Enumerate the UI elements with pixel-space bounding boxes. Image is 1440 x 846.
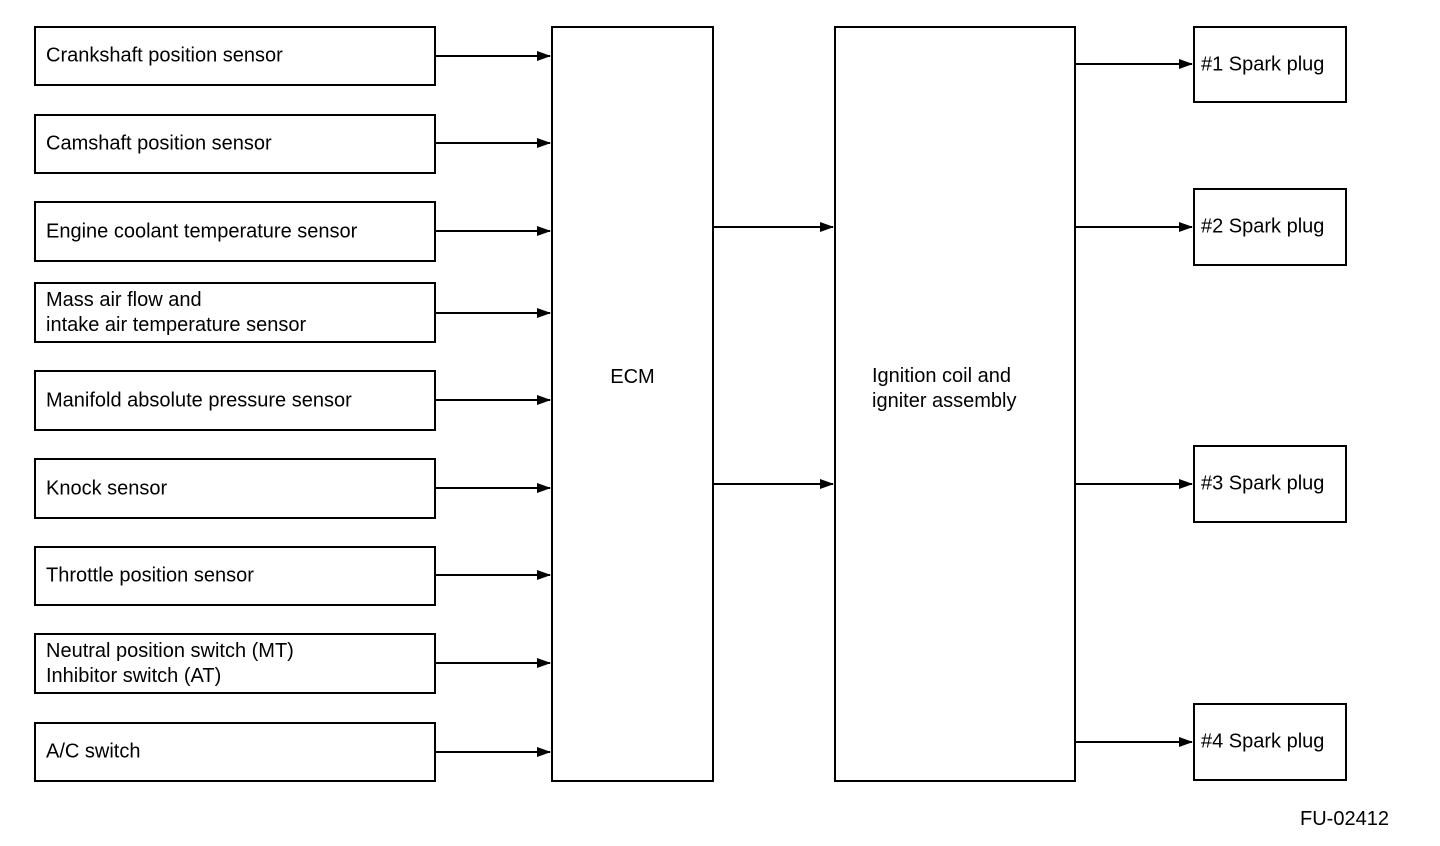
mass-air-flow-sensor-label: Mass air flow and intake air temperature… (46, 288, 306, 338)
ignition-coil-igniter-assembly-label: Ignition coil and igniter assembly (872, 364, 1017, 414)
manifold-absolute-pressure-sensor-label: Manifold absolute pressure sensor (46, 389, 352, 411)
spark-plug-1-label: #1 Spark plug (1201, 53, 1325, 75)
ac-switch-label: A/C switch (46, 740, 141, 763)
mass-air-flow-sensor-box: Mass air flow and intake air temperature… (34, 282, 436, 343)
throttle-position-sensor-box: Throttle position sensor (34, 546, 436, 606)
engine-coolant-temperature-sensor-box: Engine coolant temperature sensor (34, 201, 436, 262)
ignition-coil-igniter-assembly-box: Ignition coil and igniter assembly (834, 26, 1076, 782)
figure-id-label: FU-02412 (1300, 808, 1389, 830)
spark-plug-1-box: #1 Spark plug (1193, 26, 1347, 103)
spark-plug-2-box: #2 Spark plug (1193, 188, 1347, 266)
spark-plug-4-label: #4 Spark plug (1201, 730, 1325, 753)
spark-plug-4-box: #4 Spark plug (1193, 703, 1347, 781)
ac-switch-box: A/C switch (34, 722, 436, 782)
spark-plug-3-label: #3 Spark plug (1201, 472, 1325, 495)
ecm-label: ECM (610, 366, 655, 388)
mass-air-flow-sensor-label-line2: intake air temperature sensor (46, 313, 307, 336)
spark-plug-2-label: #2 Spark plug (1201, 215, 1325, 238)
ecm-box: ECM (551, 26, 714, 782)
ignition-coil-label-line1: Ignition coil and (872, 365, 1011, 387)
engine-coolant-temperature-sensor-label: Engine coolant temperature sensor (46, 220, 358, 242)
throttle-position-sensor-label: Throttle position sensor (46, 564, 254, 587)
spark-plug-3-box: #3 Spark plug (1193, 445, 1347, 523)
camshaft-position-sensor-box: Camshaft position sensor (34, 114, 436, 174)
neutral-position-switch-label: Neutral position switch (MT) Inhibitor s… (46, 639, 294, 689)
knock-sensor-box: Knock sensor (34, 458, 436, 519)
crankshaft-position-sensor-label: Crankshaft position sensor (46, 44, 283, 67)
camshaft-position-sensor-label: Camshaft position sensor (46, 132, 272, 155)
neutral-position-switch-box: Neutral position switch (MT) Inhibitor s… (34, 633, 436, 694)
manifold-absolute-pressure-sensor-box: Manifold absolute pressure sensor (34, 370, 436, 431)
knock-sensor-label: Knock sensor (46, 477, 168, 499)
mass-air-flow-sensor-label-line1: Mass air flow and (46, 288, 202, 311)
crankshaft-position-sensor-box: Crankshaft position sensor (34, 26, 436, 86)
igniter-assembly-label-line2: igniter assembly (872, 390, 1017, 412)
neutral-position-switch-label-line1: Neutral position switch (MT) (46, 639, 294, 662)
inhibitor-switch-label-line2: Inhibitor switch (AT) (46, 664, 222, 687)
